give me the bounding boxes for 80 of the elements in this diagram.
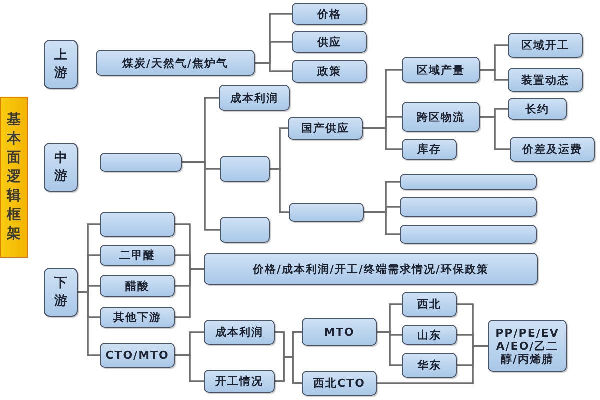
- topic-label: 开工情况: [216, 375, 264, 388]
- topic-label: 跨区物流: [417, 110, 465, 124]
- topic-box: [402, 353, 457, 378]
- bracket-connector: [270, 168, 289, 214]
- topic-box: [508, 33, 583, 58]
- topic-label: 其他下游: [114, 311, 162, 324]
- stage-box: [44, 268, 78, 317]
- empty-box: [100, 212, 175, 237]
- topic-box: [100, 275, 175, 297]
- topic-label: 华东: [418, 359, 442, 372]
- topic-box: [96, 50, 255, 76]
- bracket-connector: [175, 354, 204, 382]
- empty-box: [400, 174, 537, 190]
- topic-box: [488, 320, 567, 372]
- topic-box: [204, 253, 538, 285]
- topic-box: [508, 98, 567, 120]
- empty-box: [100, 153, 182, 172]
- topic-label: 价格: [318, 8, 342, 20]
- topic-box: [204, 370, 275, 393]
- topic-box: [292, 60, 367, 83]
- empty-box: [400, 197, 537, 217]
- topic-box: [100, 307, 175, 328]
- topic-box: [100, 245, 175, 266]
- framework-bar: [0, 97, 28, 258]
- framework-label: 基本面逻辑框架: [7, 111, 21, 244]
- bracket-connector: [363, 128, 402, 150]
- stage-label: 上游: [54, 46, 68, 82]
- topic-label: 成本利润: [216, 326, 264, 339]
- bracket-connector: [480, 116, 510, 150]
- topic-label: 价差及运费: [522, 143, 582, 156]
- empty-box: [400, 225, 537, 244]
- topic-box: [302, 371, 377, 396]
- topic-label: 区域开工: [522, 39, 570, 52]
- bracket-connector: [377, 331, 402, 366]
- topic-label: 价格/成本利润/开工/终端需求情况/环保政策: [252, 262, 490, 276]
- empty-box: [220, 217, 270, 243]
- stage-box: [44, 40, 78, 89]
- topic-label: 长约: [526, 102, 550, 116]
- topic-box: [402, 57, 480, 83]
- topic-label: 库存: [418, 143, 442, 156]
- topic-label: 政策: [318, 65, 342, 78]
- bracket-connector: [364, 212, 400, 236]
- topic-label: 成本利润: [230, 92, 278, 104]
- topic-label: 山东: [418, 328, 442, 342]
- empty-box: [220, 156, 270, 182]
- topic-box: [402, 102, 480, 132]
- topic-label: MTO: [324, 326, 355, 338]
- stage-label: 下游: [54, 274, 68, 310]
- topic-box: [402, 139, 457, 160]
- bracket-connector: [182, 162, 220, 231]
- topic-box: [402, 325, 457, 345]
- empty-box: [289, 203, 364, 222]
- topic-box: [288, 117, 363, 140]
- topic-label: 国产供应: [302, 122, 350, 135]
- bracket-connector: [175, 268, 204, 318]
- topic-box: [100, 343, 175, 368]
- topic-label: 煤炭/天然气/焦炉气: [122, 56, 229, 70]
- topic-box: [219, 85, 290, 111]
- topic-label: CTO/MTO: [106, 349, 170, 362]
- topic-box: [510, 137, 595, 162]
- bracket-connector: [480, 69, 508, 81]
- topic-label: 西北: [418, 298, 442, 311]
- topic-label: 装置动态: [522, 74, 570, 86]
- bracket-connector: [275, 356, 302, 384]
- topic-box: [292, 3, 367, 25]
- bracket-connector: [377, 345, 488, 384]
- topic-label: PP/PE/EVA/EO/乙二醇/丙烯腈: [494, 326, 560, 366]
- topic-label: 供应: [318, 36, 342, 48]
- topic-box: [204, 320, 275, 345]
- topic-label: 区域产量: [417, 64, 465, 76]
- topic-label: 醋酸: [126, 280, 150, 292]
- bracket-connector: [255, 62, 292, 72]
- stage-label: 中游: [54, 150, 68, 186]
- topic-label: 二甲醚: [120, 249, 156, 262]
- topic-box: [302, 318, 377, 346]
- stage-box: [44, 143, 78, 192]
- topic-box: [508, 68, 583, 92]
- topic-box: [402, 292, 457, 317]
- topic-label: 西北CTO: [314, 377, 366, 390]
- topic-box: [292, 31, 367, 53]
